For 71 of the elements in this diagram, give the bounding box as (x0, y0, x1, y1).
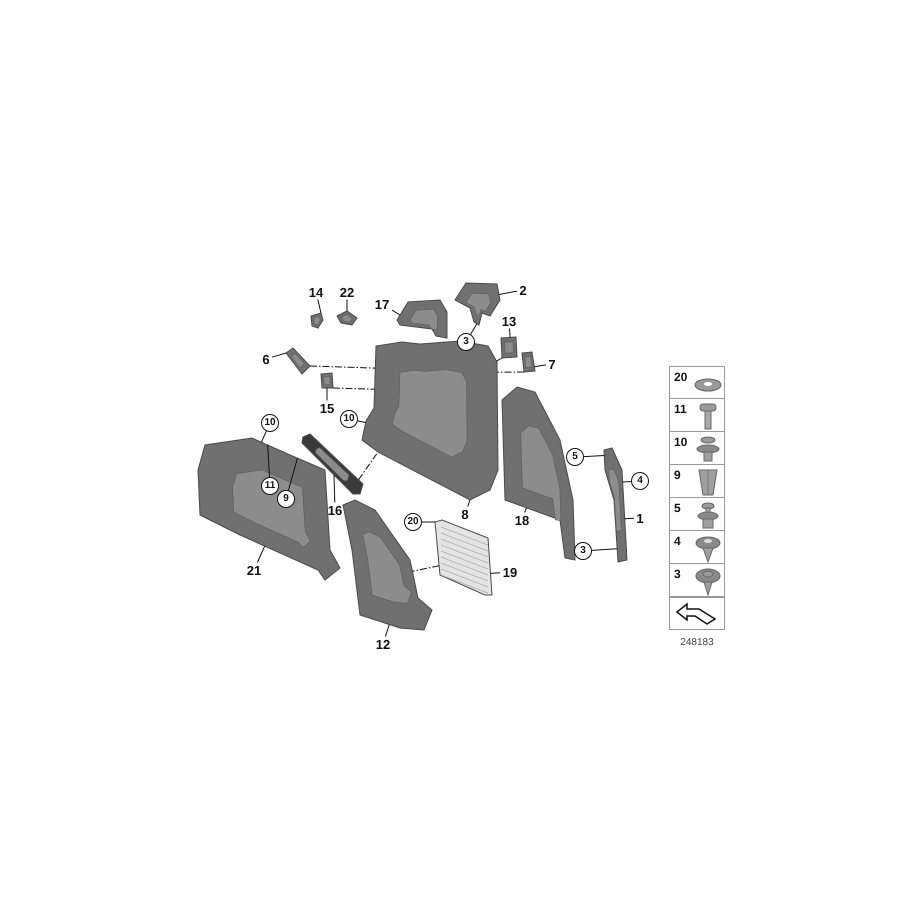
callout-number: 10 (340, 410, 358, 428)
callout-number: 18 (512, 512, 532, 528)
callout-number: 6 (260, 352, 272, 366)
callout-number: 22 (337, 284, 357, 300)
callout-number: 1 (634, 510, 646, 526)
trim-part-drawing (311, 313, 323, 328)
leader-line (622, 481, 632, 482)
callout-number: 10 (261, 414, 279, 432)
assembly-line (310, 366, 376, 369)
trim-part-drawing (435, 520, 492, 595)
leader-line (524, 507, 527, 513)
trim-part-drawing (455, 283, 500, 325)
callout-number: 5 (566, 448, 584, 466)
callout-number: 21 (244, 562, 264, 578)
part-number: 9 (674, 468, 681, 482)
leader-line (334, 474, 336, 503)
leader-line (592, 548, 618, 551)
callout-number: 19 (500, 564, 520, 580)
trim-part-drawing (321, 373, 333, 388)
callout-number: 20 (404, 513, 422, 531)
assembly-line (332, 388, 376, 390)
trim-part-drawing (337, 311, 357, 325)
leader-line (256, 546, 266, 563)
trim-part-drawing (198, 438, 340, 580)
leader-line (326, 388, 328, 401)
part-number: 4 (674, 534, 681, 548)
leader-line (534, 364, 546, 368)
callout-number: 2 (517, 282, 529, 298)
diagram-number: 248183 (679, 637, 715, 648)
callout-number: 3 (574, 542, 592, 560)
callout-number: 15 (317, 400, 337, 416)
assembly-line (496, 372, 524, 373)
trim-part-drawing (604, 448, 627, 562)
callout-number: 14 (306, 284, 326, 300)
callout-number: 12 (373, 636, 393, 652)
callout-number: 16 (325, 502, 345, 518)
leader-line (467, 500, 470, 507)
leader-line (357, 420, 366, 423)
leader-line (272, 352, 286, 358)
leader-line (317, 299, 322, 314)
trim-part-drawing (522, 352, 535, 372)
callout-number: 8 (459, 506, 471, 522)
leader-line (498, 290, 518, 295)
leader-line (384, 624, 390, 637)
trim-part-drawing (286, 348, 310, 374)
callout-number: 13 (499, 314, 519, 328)
trim-part-drawing (397, 300, 447, 338)
part-number: 11 (674, 402, 687, 416)
callout-number: 17 (372, 296, 392, 312)
callout-number: 4 (631, 472, 649, 490)
leader-line (288, 458, 298, 491)
trim-part-drawing (343, 500, 432, 630)
leader-line (346, 299, 348, 312)
leader-line (624, 518, 634, 520)
trim-part-drawing (501, 337, 517, 358)
leader-line (470, 323, 478, 335)
leader-line (490, 572, 500, 574)
assembly-line (358, 452, 378, 480)
leader-line (392, 310, 400, 316)
callout-number: 7 (546, 356, 558, 372)
leader-line (509, 328, 511, 338)
part-number: 5 (674, 501, 681, 515)
callout-number: 3 (457, 333, 475, 351)
leader-line (267, 444, 270, 478)
assembly-line (496, 358, 502, 362)
leader-line (584, 455, 605, 458)
part-number: 3 (674, 567, 681, 581)
part-number: 20 (674, 370, 688, 384)
assembly-line (412, 565, 440, 572)
part-number: 10 (674, 435, 688, 449)
leader-line (260, 430, 267, 443)
